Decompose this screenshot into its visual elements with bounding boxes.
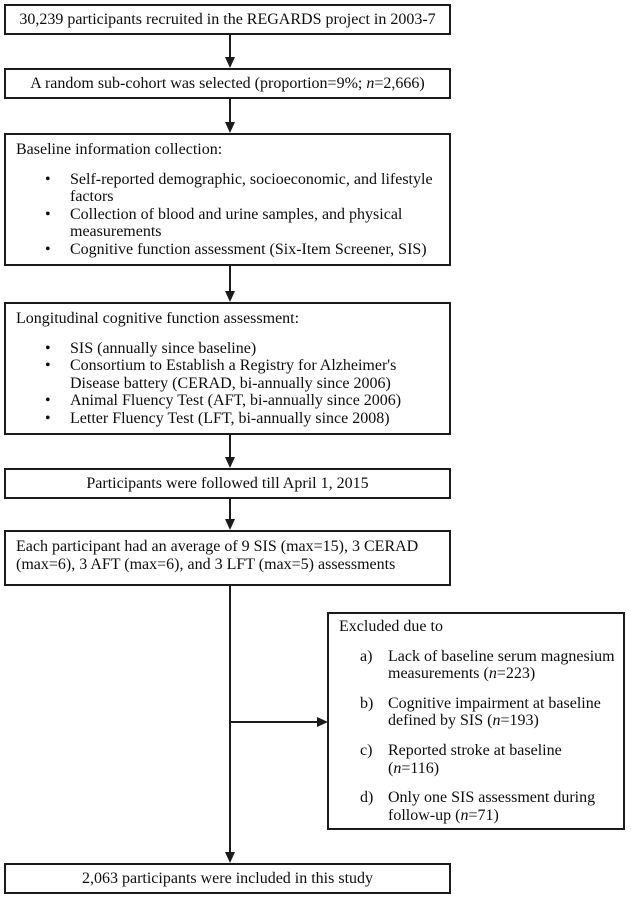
excluded-item-pre: Reported stroke at baseline ( xyxy=(388,741,562,777)
excluded-item-text: Reported stroke at baseline (n=116) xyxy=(388,742,562,777)
arrow-down-icon xyxy=(225,291,235,302)
flow-box-followup-text: Participants were followed till April 1,… xyxy=(86,474,369,492)
excluded-item-n-italic: n xyxy=(488,665,497,683)
bullet-icon: • xyxy=(45,205,51,223)
subcohort-text-post: =2,666) xyxy=(374,74,425,92)
list-item-text: Cognitive function assessment (Six-Item … xyxy=(70,240,427,258)
excluded-item: c) Reported stroke at baseline (n=116) xyxy=(339,742,615,777)
baseline-title: Baseline information collection: xyxy=(16,141,223,158)
excluded-item-post: =116) xyxy=(401,759,440,777)
list-item-text: Consortium to Establish a Registry for A… xyxy=(70,357,397,392)
flow-box-longitudinal: Longitudinal cognitive function assessme… xyxy=(4,302,451,435)
bullet-icon: • xyxy=(45,240,51,258)
subcohort-text-pre: A random sub-cohort was selected (propor… xyxy=(30,74,367,92)
arrow-line-3 xyxy=(229,266,231,292)
longitudinal-title: Longitudinal cognitive function assessme… xyxy=(16,310,300,327)
excluded-title: Excluded due to xyxy=(339,618,443,635)
excluded-item-n-italic: n xyxy=(460,806,469,824)
arrow-line-1 xyxy=(229,35,231,58)
flow-box-assessments: Each participant had an average of 9 SIS… xyxy=(4,530,451,586)
list-item: • Collection of blood and urine samples,… xyxy=(16,206,439,241)
bullet-icon: • xyxy=(45,357,51,375)
excluded-item-post: =223) xyxy=(496,665,536,683)
excluded-item-marker: a) xyxy=(360,647,373,665)
list-item: • Consortium to Establish a Registry for… xyxy=(16,357,439,392)
bullet-icon: • xyxy=(45,392,51,410)
flow-box-recruited-text: 30,239 participants recruited in the REG… xyxy=(19,10,436,28)
arrow-line-5 xyxy=(229,499,231,520)
arrow-down-icon xyxy=(225,519,235,530)
list-item: • SIS (annually since baseline) xyxy=(16,340,439,358)
excluded-item-text: Only one SIS assessment during follow-up… xyxy=(388,789,595,824)
excluded-item-marker: d) xyxy=(360,789,374,807)
bullet-icon: • xyxy=(45,339,51,357)
excluded-item-n-italic: n xyxy=(492,712,501,730)
flow-box-excluded: Excluded due to a) Lack of baseline seru… xyxy=(327,612,625,830)
arrow-down-icon xyxy=(225,57,235,68)
arrow-down-icon xyxy=(225,122,235,133)
list-item-text: Animal Fluency Test (AFT, bi-annually si… xyxy=(70,392,402,410)
arrow-down-icon xyxy=(225,852,235,863)
list-item: • Self-reported demographic, socioeconom… xyxy=(16,171,439,206)
arrow-line-4 xyxy=(229,435,231,458)
bullet-icon: • xyxy=(45,170,51,188)
excluded-item-marker: c) xyxy=(360,741,373,759)
arrow-down-icon xyxy=(225,457,235,468)
baseline-list: • Self-reported demographic, socioeconom… xyxy=(16,171,439,259)
list-item-text: Collection of blood and urine samples, a… xyxy=(70,205,403,241)
excluded-item-pre: Cognitive impairment at baseline defined… xyxy=(388,694,601,730)
excluded-item-marker: b) xyxy=(360,694,374,712)
list-item-text: Letter Fluency Test (LFT, bi-annually si… xyxy=(70,409,390,427)
longitudinal-list: • SIS (annually since baseline) • Consor… xyxy=(16,340,439,428)
flow-box-included: 2,063 participants were included in this… xyxy=(4,863,451,894)
flow-box-included-text: 2,063 participants were included in this… xyxy=(81,869,374,887)
excluded-item: a) Lack of baseline serum magnesium meas… xyxy=(339,648,615,683)
arrow-right-icon xyxy=(317,717,328,727)
flow-box-subcohort-text: A random sub-cohort was selected (propor… xyxy=(30,75,424,93)
subcohort-n-italic: n xyxy=(366,74,375,92)
arrow-line-2 xyxy=(229,99,231,123)
branch-arrow-line xyxy=(229,721,318,723)
excluded-item-pre: Only one SIS assessment during follow-up… xyxy=(388,789,596,824)
bullet-icon: • xyxy=(45,409,51,427)
list-item: • Cognitive function assessment (Six-Ite… xyxy=(16,241,439,259)
excluded-item-post: =71) xyxy=(468,806,499,824)
list-item-text: SIS (annually since baseline) xyxy=(70,339,257,357)
excluded-item: b) Cognitive impairment at baseline defi… xyxy=(339,695,615,730)
excluded-item-n-italic: n xyxy=(393,759,402,777)
list-item: • Letter Fluency Test (LFT, bi-annually … xyxy=(16,410,439,428)
excluded-item-post: =193) xyxy=(500,712,539,730)
excluded-item-pre: Lack of baseline serum magnesium measure… xyxy=(388,647,615,683)
flow-box-subcohort: A random sub-cohort was selected (propor… xyxy=(4,68,451,99)
excluded-item-text: Lack of baseline serum magnesium measure… xyxy=(388,648,615,683)
list-item-text: Self-reported demographic, socioeconomic… xyxy=(70,170,433,206)
excluded-item: d) Only one SIS assessment during follow… xyxy=(339,789,615,824)
excluded-item-text: Cognitive impairment at baseline defined… xyxy=(388,695,601,730)
flow-box-recruited: 30,239 participants recruited in the REG… xyxy=(4,4,451,35)
flow-box-assessments-text: Each participant had an average of 9 SIS… xyxy=(16,538,419,573)
flow-box-followup: Participants were followed till April 1,… xyxy=(4,468,451,499)
flow-box-baseline: Baseline information collection: • Self-… xyxy=(4,133,451,266)
list-item: • Animal Fluency Test (AFT, bi-annually … xyxy=(16,392,439,410)
arrow-line-6 xyxy=(229,586,231,853)
